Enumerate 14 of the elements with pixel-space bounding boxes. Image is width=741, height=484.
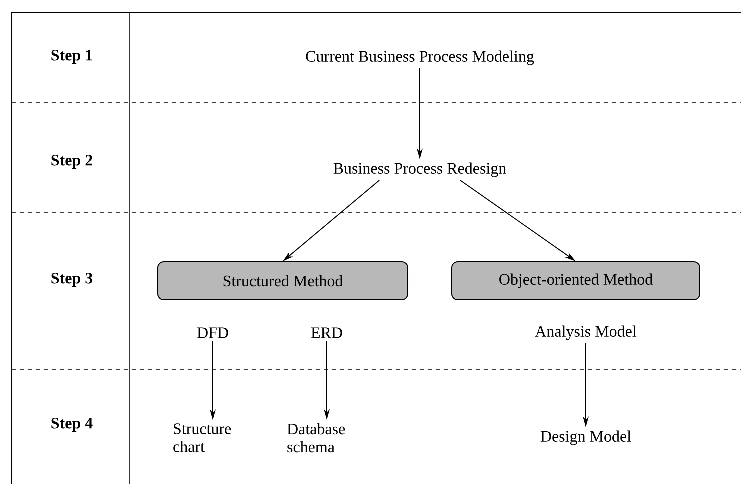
step-text: Current Business Process Modeling [306, 50, 534, 66]
step-text: ERD [311, 328, 342, 338]
step-text: Database schema [287, 423, 346, 453]
step-text: Analysis Model [535, 326, 637, 340]
step-text: Business Process Redesign [334, 162, 506, 178]
step-label: Step 2 [52, 155, 92, 169]
method-box: Object-oriented Method [452, 262, 700, 300]
step-label: Step 4 [52, 418, 93, 432]
step-text: Design Model [540, 430, 632, 446]
step-text: DFD [197, 328, 228, 338]
step-label: Step 3 [52, 273, 93, 287]
method-box: Structured Method [158, 262, 408, 300]
step-text: Structure chart [174, 424, 232, 452]
step-label: Step 1 [52, 50, 92, 64]
